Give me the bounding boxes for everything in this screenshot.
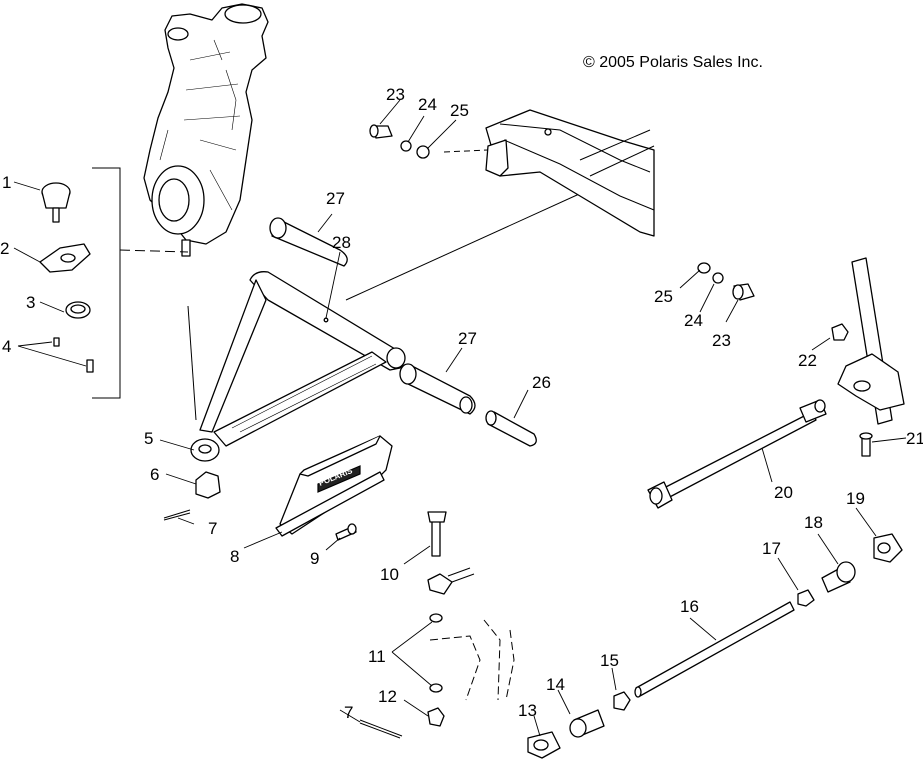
- callout-3: 3: [26, 293, 35, 312]
- ball-joint: [41, 182, 71, 223]
- callout-24a: 24: [418, 95, 437, 114]
- callout-labels: 1 2 3 4 5 6 7 8 9 10 11 12 7 13 14 15 16…: [0, 85, 923, 722]
- rod-end-boot: [873, 533, 903, 563]
- grease-fitting: [53, 337, 94, 373]
- callout-12: 12: [378, 687, 397, 706]
- rod-end: [821, 561, 856, 593]
- lock-washer: [697, 262, 711, 274]
- washer: [429, 683, 443, 693]
- plate-hole: [60, 253, 76, 263]
- strut-assembly: [837, 257, 905, 425]
- group-leader: [119, 249, 189, 253]
- washer: [400, 140, 412, 152]
- callout-9: 9: [310, 549, 319, 568]
- callout-21: 21: [906, 429, 923, 448]
- callout-5: 5: [144, 429, 153, 448]
- callout-10: 10: [380, 565, 399, 584]
- nut: [427, 707, 445, 727]
- bolt: [732, 283, 755, 301]
- callout-17: 17: [762, 539, 781, 558]
- skid-plate: POLARIS: [275, 435, 393, 537]
- jam-nut: [797, 589, 815, 607]
- callout-25b: 25: [654, 287, 673, 306]
- leader-lines: [13, 99, 907, 737]
- callout-24b: 24: [684, 311, 703, 330]
- castle-nut: [195, 471, 221, 499]
- frame-section: [485, 109, 655, 237]
- callout-14: 14: [546, 675, 565, 694]
- callout-28: 28: [332, 233, 351, 252]
- nut: [831, 323, 849, 341]
- jam-nut: [613, 691, 631, 711]
- stud-bolt: [859, 432, 873, 457]
- assembly-line: [187, 305, 197, 421]
- callout-18: 18: [804, 513, 823, 532]
- callout-6: 6: [150, 465, 159, 484]
- washer: [712, 272, 724, 284]
- callout-27b: 27: [458, 329, 477, 348]
- bolt: [369, 124, 393, 139]
- a-arm: [190, 271, 406, 462]
- callout-15: 15: [600, 651, 619, 670]
- tie-rod-shaft: [634, 601, 795, 698]
- washer: [429, 613, 443, 623]
- callout-26: 26: [532, 373, 551, 392]
- frame-mount: [429, 619, 515, 701]
- bushing: [399, 363, 476, 415]
- callout-16: 16: [680, 597, 699, 616]
- callout-7: 7: [208, 519, 217, 538]
- tie-rod: [647, 399, 827, 509]
- callout-4: 4: [2, 337, 11, 356]
- callout-23b: 23: [712, 331, 731, 350]
- screw: [335, 523, 357, 541]
- bracket: [427, 567, 475, 595]
- group-bracket: [92, 167, 121, 399]
- callout-19: 19: [846, 489, 865, 508]
- assembly-line: [443, 149, 489, 153]
- callout-20: 20: [774, 483, 793, 502]
- cotter-pin: [359, 719, 403, 739]
- callout-11: 11: [368, 647, 386, 666]
- callout-8: 8: [230, 547, 239, 566]
- callout-7b: 7: [344, 703, 353, 722]
- cotter-pin: [163, 509, 191, 521]
- callout-2: 2: [0, 239, 9, 258]
- callout-25a: 25: [450, 101, 469, 120]
- rod-end-boot: [527, 731, 561, 759]
- callout-13: 13: [518, 701, 537, 720]
- steering-knuckle: [143, 3, 269, 257]
- bushing: [269, 217, 348, 267]
- lock-washer: [416, 145, 430, 159]
- copyright-text: © 2005 Polaris Sales Inc.: [583, 54, 763, 71]
- long-bolt: [427, 511, 447, 557]
- pivot-tube: [485, 410, 537, 447]
- rod-end: [569, 709, 605, 738]
- brand-plate: [317, 465, 361, 493]
- callout-1: 1: [2, 173, 11, 192]
- callout-23a: 23: [386, 85, 405, 104]
- callout-22: 22: [798, 351, 817, 370]
- callout-27a: 27: [326, 189, 345, 208]
- assembly-line: [345, 189, 589, 301]
